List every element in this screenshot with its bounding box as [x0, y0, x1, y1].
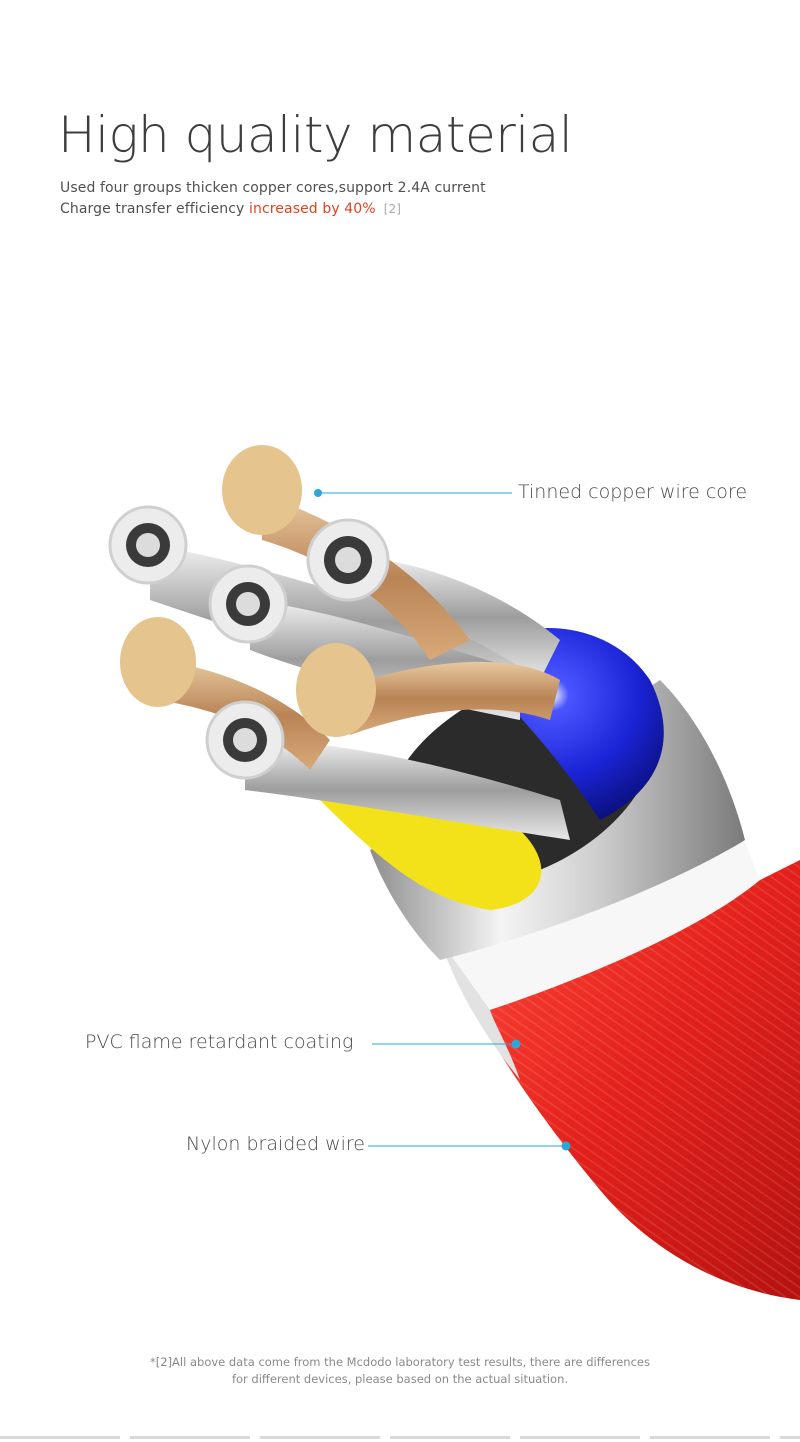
- subtitle-line-2: Charge transfer efficiency increased by …: [60, 201, 401, 217]
- reference-marker: [2]: [383, 202, 401, 216]
- callout-copper-label: Tinned copper wire core: [518, 481, 748, 503]
- callout-nylon-label: Nylon braided wire: [186, 1133, 365, 1155]
- callout-copper-line: [314, 489, 512, 497]
- footnote-line-1: *[2]All above data come from the Mcdodo …: [150, 1355, 650, 1369]
- cable-cross-section-illustration: [108, 445, 800, 1300]
- callout-pvc-line: [372, 1039, 521, 1049]
- bottom-divider: [0, 1436, 800, 1439]
- subtitle-line-2-text: Charge transfer efficiency: [60, 201, 249, 217]
- footnote-line-2: for different devices, please based on t…: [231, 1372, 569, 1386]
- callout-pvc-label: PVC flame retardant coating: [85, 1031, 354, 1053]
- strand-end-1: [108, 505, 188, 585]
- callout-nylon-line: [368, 1141, 571, 1151]
- efficiency-highlight: increased by 40%: [249, 201, 376, 217]
- subtitle-line-1: Used four groups thicken copper cores,su…: [60, 180, 486, 196]
- page-title: High quality material: [58, 106, 573, 164]
